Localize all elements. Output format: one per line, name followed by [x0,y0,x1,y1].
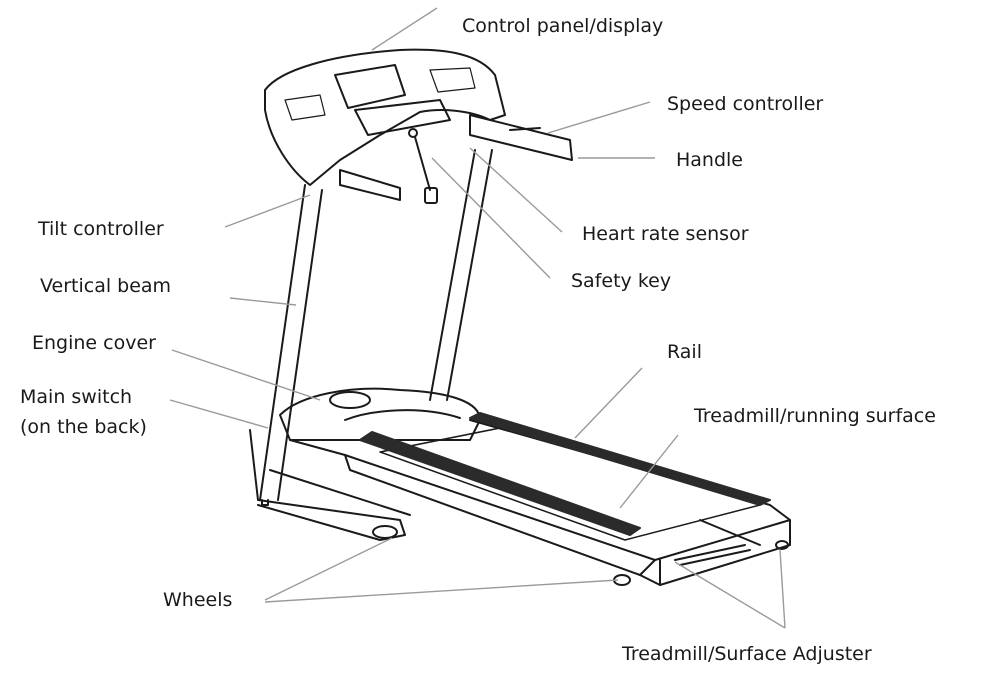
label-main-switch: Main switch [20,386,133,408]
label-vertical-beam: Vertical beam [40,275,172,297]
leader-lines [169,7,786,629]
rail-right [469,412,771,506]
label-running-surface: Treadmill/running surface [694,405,936,427]
label-heart-rate-sensor: Heart rate sensor [582,223,749,245]
rail-left [359,431,641,536]
label-main-switch-note: (on the back) [20,416,147,438]
control-console [264,48,506,204]
label-tilt-controller: Tilt controller [38,218,164,240]
label-surface-adjuster: Treadmill/Surface Adjuster [622,643,872,665]
vertical-beam [259,149,493,501]
label-speed-controller: Speed controller [667,93,824,115]
label-safety-key: Safety key [571,270,672,292]
label-handle: Handle [676,149,744,171]
handles [339,114,573,201]
label-wheels: Wheels [163,589,233,611]
label-engine-cover: Engine cover [32,332,156,354]
base-frame [249,429,411,541]
label-control-panel: Control panel/display [462,15,664,37]
label-rail: Rail [667,341,702,363]
